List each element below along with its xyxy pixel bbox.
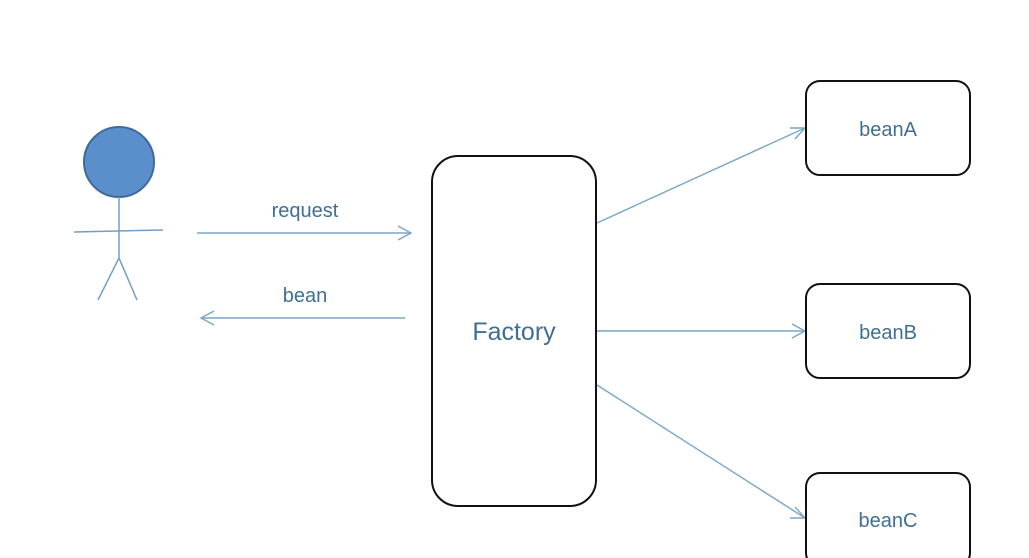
beanC-label: beanC — [859, 510, 918, 532]
factory-to-beanB-arrow — [597, 323, 807, 339]
bean-arrowhead — [199, 310, 215, 326]
actor-head — [83, 126, 155, 198]
request-label: request — [272, 200, 339, 222]
request-arrowhead — [397, 225, 413, 241]
beanC-box — [805, 472, 971, 558]
beanB-label: beanB — [859, 322, 917, 344]
factory-label: Factory — [472, 318, 556, 346]
beanB-box — [805, 283, 971, 379]
beanC-node: beanC — [805, 472, 971, 558]
bean-label: bean — [283, 285, 328, 307]
factory-to-beanA-arrow — [596, 127, 807, 224]
beanA-label: beanA — [859, 119, 917, 141]
bean-arrow: bean — [199, 285, 405, 326]
beanA-box — [805, 80, 971, 176]
factory-to-beanA-line — [596, 127, 806, 224]
actor-right-leg — [118, 257, 138, 301]
beanB-node: beanB — [805, 283, 971, 379]
actor-stick-figure — [73, 126, 164, 301]
factory-to-beanC-line — [596, 384, 806, 519]
factory-box — [431, 155, 597, 507]
factory-node: Factory — [431, 155, 597, 507]
factory-to-beanC-arrow — [596, 384, 807, 519]
beanA-node: beanA — [805, 80, 971, 176]
request-arrow: request — [197, 200, 413, 241]
actor-left-leg — [97, 257, 120, 301]
actor-arms — [73, 229, 164, 233]
